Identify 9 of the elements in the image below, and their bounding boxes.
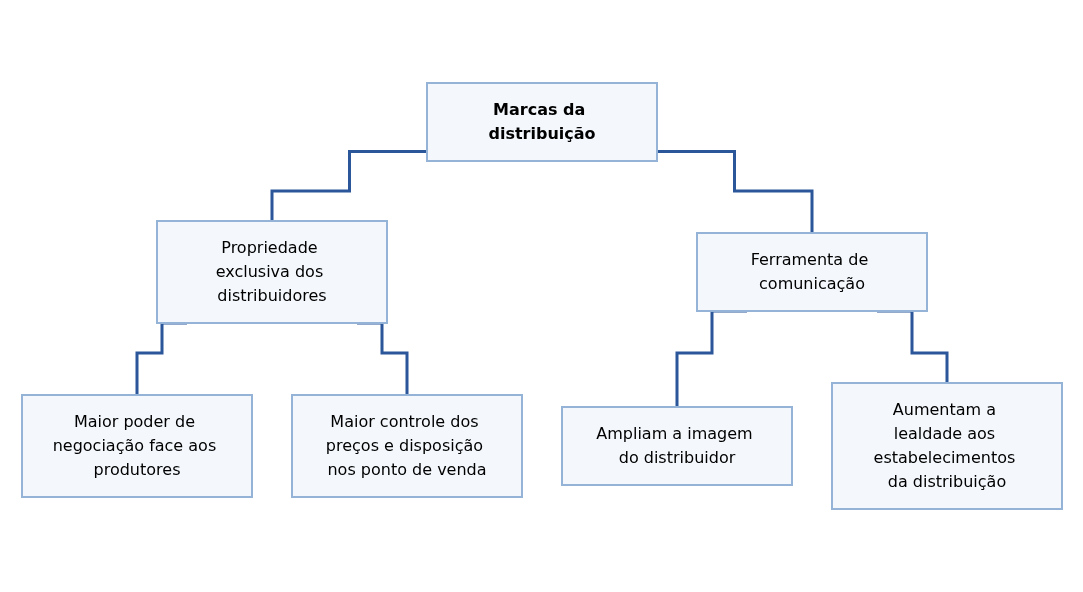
node-box: Ampliam a imagem do distribuidor — [560, 406, 793, 486]
node-box: Ferramenta de comunicação — [695, 232, 928, 312]
connector — [270, 149, 427, 223]
connector — [656, 149, 813, 235]
node-box: Propriedade exclusiva dos distribuidores — [155, 220, 388, 324]
node-box: Aumentam a lealdade aos estabelecimentos da distribuição — [830, 382, 1063, 510]
node-box: Maior poder de negociação face aos produtores — [20, 394, 253, 498]
node-box: Maior controle dos preços e disposição nos ponto de venda — [290, 394, 523, 498]
node-box: Marcas da distribuição — [425, 82, 658, 162]
